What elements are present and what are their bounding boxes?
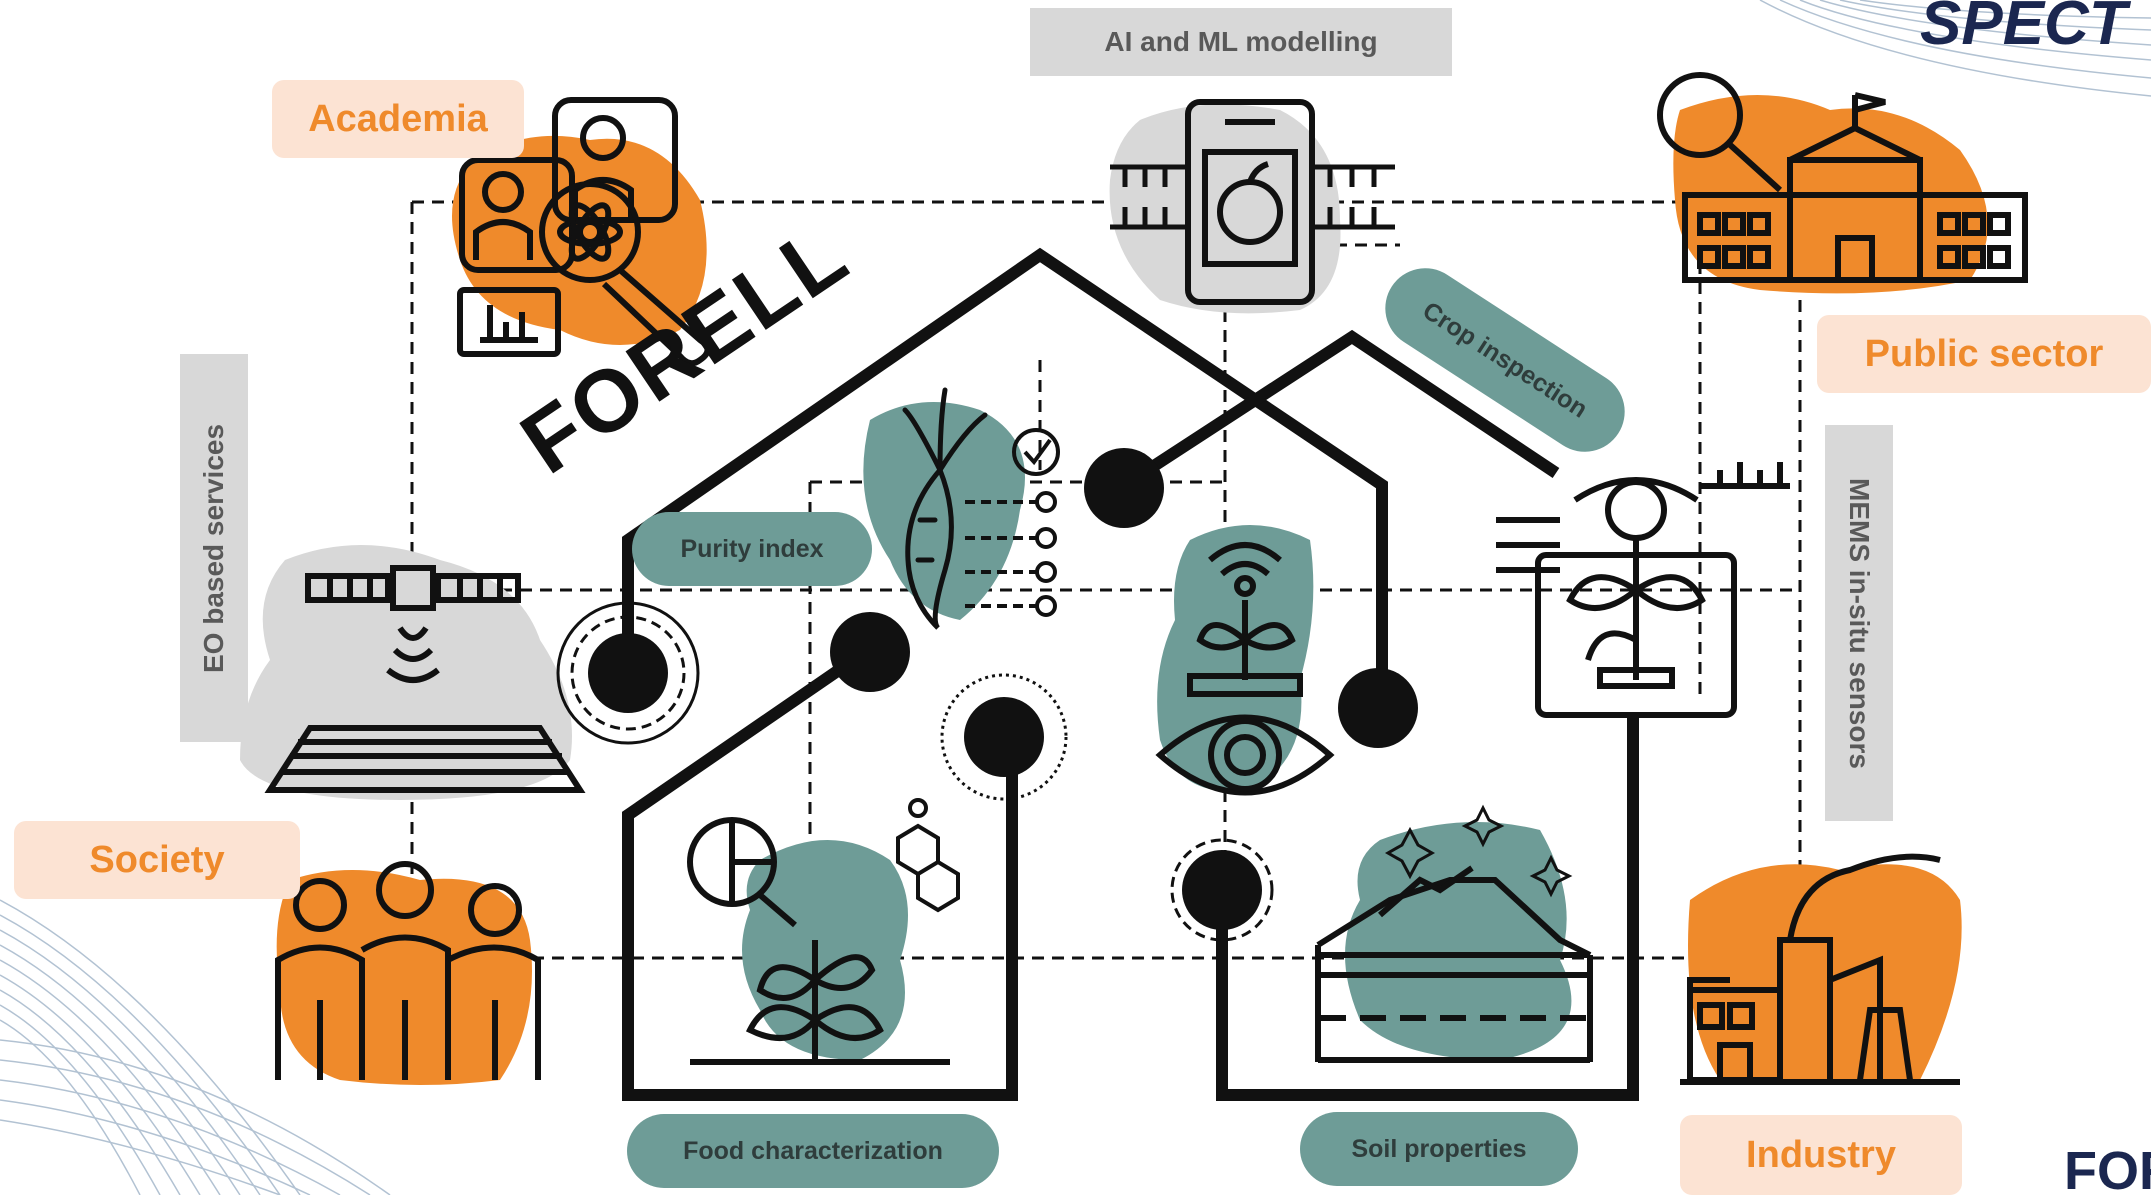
node-food-ring: [940, 673, 1068, 801]
blob-society: [276, 870, 532, 1085]
node-left-ring-dash: [570, 615, 686, 731]
node-soil: [1182, 850, 1262, 930]
node-right: [1338, 668, 1418, 748]
wave-pattern-bottom-left: [0, 899, 391, 1195]
label-ai-ml: AI and ML modelling: [1030, 8, 1452, 76]
node-crop: [1084, 448, 1164, 528]
checklist-icon: [965, 428, 1060, 617]
carrot-icon: [902, 387, 988, 630]
wifi-plant-eye-icon: [1155, 542, 1335, 796]
label-mems-sensors: MEMS in-situ sensors: [1825, 425, 1893, 821]
academia-people-icon: [457, 97, 711, 367]
inner-house-right-walls: [1216, 715, 1639, 1101]
society-group-icon: [275, 861, 541, 1080]
blob-soil: [1345, 822, 1572, 1060]
node-purity: [830, 612, 910, 692]
blob-carrot: [863, 402, 1025, 620]
node-food: [964, 697, 1044, 777]
inner-house-right: [1116, 329, 1560, 494]
inner-house-left: [622, 645, 1018, 1101]
blob-industry: [1688, 864, 1962, 1085]
label-public-sector: Public sector: [1817, 315, 2151, 393]
blob-satellite: [240, 545, 572, 800]
label-eo-services: EO based services: [180, 354, 248, 742]
label-industry: Industry: [1680, 1115, 1962, 1195]
smartphone-apple-icon: [1110, 99, 1395, 305]
label-academia: Academia: [272, 80, 524, 158]
industry-factory-icon: [1680, 853, 1960, 1085]
node-left-ring: [556, 601, 700, 745]
node-soil-ring: [1170, 838, 1274, 942]
wave-pattern-top-right: [1759, 0, 2151, 97]
label-soil-properties: Soil properties: [1300, 1112, 1578, 1186]
footer-text: FOR: [2064, 1141, 2151, 1201]
connector-nodes: [556, 448, 1418, 942]
plant-tablet-sensor-icon: [1496, 462, 1790, 718]
label-food-characterization: Food characterization: [627, 1114, 999, 1188]
plant-molecule-icon: [687, 798, 960, 1065]
satellite-field-icon: [264, 565, 586, 793]
spect-logo: SPECT: [1920, 0, 2127, 58]
house-outlines: [622, 247, 1639, 1101]
label-purity-index: Purity index: [632, 512, 872, 586]
public-building-icon: [1657, 72, 2028, 283]
soil-mountain-icon: [1315, 804, 1593, 1063]
node-left: [588, 633, 668, 713]
label-society: Society: [14, 821, 300, 899]
